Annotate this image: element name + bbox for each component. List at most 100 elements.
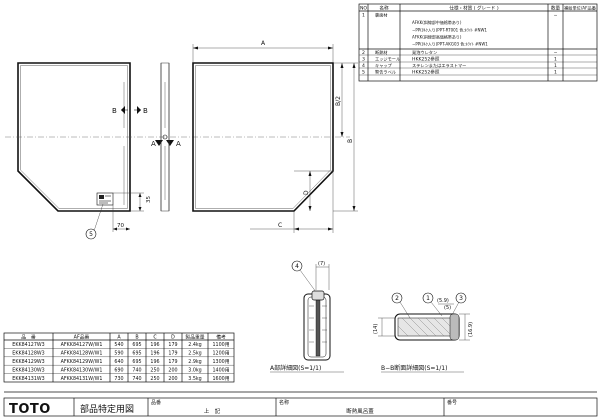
right-panel-view xyxy=(160,62,334,212)
size-table-cell: 1100用 xyxy=(212,342,229,348)
part-3-spec: HKK252参照 xyxy=(412,56,440,63)
meisho-label: 名称 xyxy=(279,399,289,406)
header-spec: 仕様・材質 ( グレード ) xyxy=(449,5,499,12)
size-table-cell: 3.5kg xyxy=(188,376,201,382)
size-table-cell: EKK84127W3 xyxy=(12,342,44,348)
balloon-1-label: 1 xyxy=(426,295,430,302)
size-table-cell: 1300用 xyxy=(212,359,229,365)
balloon-3-label: 3 xyxy=(459,295,463,302)
part-5-qty: 1 xyxy=(554,70,557,76)
size-table-cell: 640 xyxy=(114,359,123,365)
part-1-qty: − xyxy=(554,14,558,19)
parts-table: NO 名称 仕様・材質 ( グレード ) 数量 補給単位/AF品番 1 裏面材 … xyxy=(358,3,598,82)
dim-70-label: 70 xyxy=(117,223,124,229)
size-table-cell: 730 xyxy=(114,376,123,382)
detail-bb-section: 2 1 3 (5.9) (5) (14) (16.9) B−B断面詳細図(S=1… xyxy=(373,292,474,373)
detail-dim-59: (5.9) xyxy=(437,298,449,304)
meisho-value: 断熱風呂蓋 xyxy=(346,407,374,415)
part-2-name: 断熱材 xyxy=(375,49,388,56)
dim-d-label: D xyxy=(303,190,310,195)
size-table-cell: AFKK84127W/W1 xyxy=(61,342,103,348)
part-3-name: エッジモール xyxy=(375,57,400,62)
hinban-label: 品番 xyxy=(151,399,161,406)
header-qty: 数量 xyxy=(551,5,561,12)
part-1-name: 裏面材 xyxy=(375,12,388,19)
detail-a-view: 4 (7) A部詳細図(S=1/1) xyxy=(270,260,344,373)
size-table-header: C xyxy=(153,335,157,341)
dim-b2-label: B/2 xyxy=(335,96,342,106)
size-table-cell: AFKK84130W/W1 xyxy=(61,367,103,373)
size-table-cell: AFKK84131W/W1 xyxy=(61,376,103,382)
size-table-cell: 2.4kg xyxy=(188,342,201,348)
part-1-spec-line: −PP(ﾀﾙｸ入り)PPT-AKG03 色:ﾎﾜｲﾄ #NW1 xyxy=(412,41,488,47)
header-name: 名称 xyxy=(379,5,389,12)
size-table-cell: 250 xyxy=(150,376,159,382)
size-table-header: AF品番 xyxy=(74,334,90,341)
detail-a-caption: A部詳細図(S=1/1) xyxy=(270,364,321,372)
size-table-cell: 695 xyxy=(132,359,141,365)
section-b-right: B xyxy=(143,107,148,115)
size-table-cell: 1600用 xyxy=(212,376,229,382)
dim-c-label: C xyxy=(278,222,282,229)
size-table-cell: EKK84128W3 xyxy=(12,351,44,357)
size-table-header: 品 番 xyxy=(21,334,36,341)
size-table-cell: 200 xyxy=(168,376,177,382)
size-table-cell: 740 xyxy=(132,376,141,382)
size-table-cell: 196 xyxy=(150,351,159,357)
part-4-no: 4 xyxy=(362,63,365,69)
part-1-spec-line: −PP(ﾀﾙｸ入り)PPT-RT001 色:ﾎﾜｲﾄ #NW1 xyxy=(412,27,487,33)
part-3-no: 3 xyxy=(362,57,365,63)
size-table-cell: EKK84129W3 xyxy=(12,359,44,365)
part-1-spec-line: AFKK(斜線部中価格帯あり) xyxy=(412,19,462,25)
size-table-cell: 2.9kg xyxy=(188,359,201,365)
size-table-cell: 590 xyxy=(114,351,123,357)
dimension-label-position: 35 70 xyxy=(112,192,152,232)
section-mark-b: B B xyxy=(112,106,148,115)
size-table-cell: 196 xyxy=(150,359,159,365)
size-table-cell: 540 xyxy=(114,342,123,348)
part-4-name: キャップ xyxy=(375,63,393,69)
size-table-cell: 695 xyxy=(132,342,141,348)
size-table-cell: EKK84130W3 xyxy=(12,367,44,373)
detail-dim-169: (16.9) xyxy=(468,322,474,337)
size-table-header: B xyxy=(135,335,138,341)
size-table-cell: 179 xyxy=(168,342,177,348)
size-table-cell: 2.5kg xyxy=(188,351,201,357)
size-table-header: A xyxy=(117,335,121,341)
part-2-qty: − xyxy=(554,51,558,56)
size-table-cell: 200 xyxy=(168,367,177,373)
size-table-cell: 196 xyxy=(150,342,159,348)
size-table-cell: EKK84131W3 xyxy=(12,376,44,382)
size-table-cell: 1400用 xyxy=(212,367,229,373)
left-panel-view xyxy=(5,62,350,212)
balloon-2-label: 2 xyxy=(395,295,399,302)
size-table-cell: 690 xyxy=(114,367,123,373)
header-af: 補給単位/AF品番 xyxy=(564,5,597,12)
size-table-cell: 3.0kg xyxy=(188,367,201,373)
size-table-header: 備考 xyxy=(216,334,226,341)
part-4-qty: 1 xyxy=(554,63,557,69)
number-label: 番号 xyxy=(447,399,457,406)
part-2-no: 2 xyxy=(362,50,365,56)
detail-dim-5: (5) xyxy=(444,305,451,311)
part-1-no: 1 xyxy=(362,13,365,19)
size-table-header: D xyxy=(171,335,175,341)
dim-a-label: A xyxy=(261,40,266,47)
size-table-cell: AFKK84128W/W1 xyxy=(61,351,103,357)
size-table-cell: 1200用 xyxy=(212,351,229,357)
detail-dim-7: (7) xyxy=(318,261,325,267)
detail-dim-14: (14) xyxy=(373,324,379,334)
section-b-left: B xyxy=(112,107,117,115)
part-4-spec: ステレンまたはエラストマー xyxy=(412,63,466,69)
dim-b-label: B xyxy=(347,139,354,143)
detail-bb-caption: B−B断面詳細図(S=1/1) xyxy=(381,364,447,372)
part-1-spec-line: AFKK(斜線部高価格帯あり) xyxy=(412,34,462,40)
header-no: NO xyxy=(360,6,367,12)
dim-35-label: 35 xyxy=(146,196,152,203)
balloon-5: 5 xyxy=(85,203,104,240)
document-type: 部品特定用図 xyxy=(80,403,134,415)
part-3-qty: 1 xyxy=(554,57,557,63)
part-5-spec: HKK252参照 xyxy=(412,69,440,76)
